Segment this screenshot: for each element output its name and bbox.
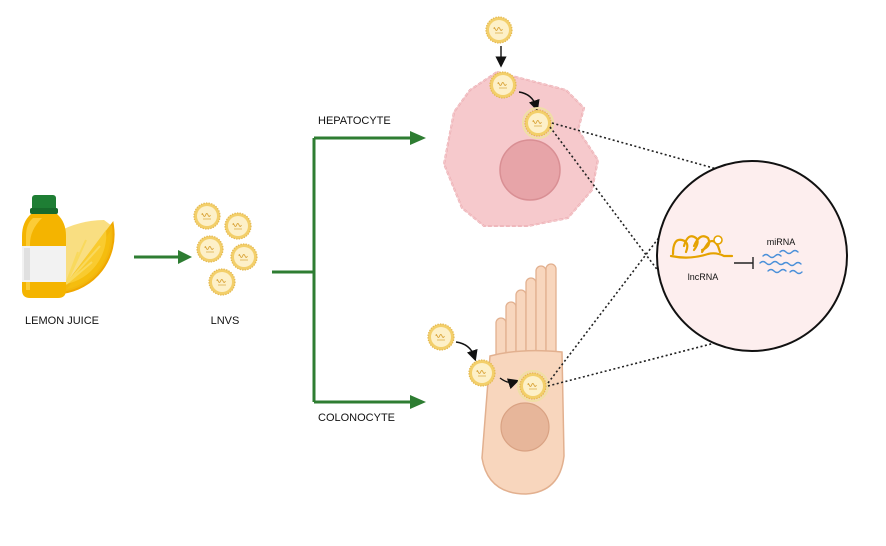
lnv-vesicle (489, 71, 517, 99)
lemon-juice-label: LEMON JUICE (25, 315, 99, 327)
juice-bottle-icon (22, 195, 66, 298)
lnv-cluster (193, 202, 258, 296)
arrow-to-colonocyte (410, 395, 426, 409)
lnvs-label: LNVS (211, 315, 240, 327)
lnv-vesicle (208, 268, 236, 296)
arrow-juice-to-lnvs (134, 250, 192, 264)
colonocyte-nucleus (500, 402, 550, 452)
hepatocyte-nucleus (499, 139, 561, 201)
colonocyte-label: COLONOCYTE (318, 412, 395, 424)
lncrna-icon (669, 235, 734, 259)
lnv-vesicle (196, 235, 224, 263)
lnv-vesicle (230, 243, 258, 271)
lncrna-label: lncRNA (688, 272, 719, 282)
arrow-to-hepatocyte (410, 131, 426, 145)
inhibition-symbol (734, 257, 754, 269)
lnv-vesicle (427, 323, 455, 351)
lnv-vesicle (224, 212, 252, 240)
mirna-label: miRNA (767, 237, 796, 247)
branch-arrows (272, 131, 426, 409)
colonocyte-cell (427, 263, 565, 495)
hepatocyte-label: HEPATOCYTE (318, 115, 391, 127)
lnv-vesicle (193, 202, 221, 230)
hepatocyte-cell (442, 16, 600, 227)
lnv-vesicle-internalized (524, 109, 552, 137)
zoom-detail-circle: lncRNA miRNA (656, 160, 848, 352)
lnv-vesicle-internalized (519, 372, 547, 400)
lemon-wedge-icon (57, 220, 115, 295)
lnv-vesicle (468, 359, 496, 387)
lnv-vesicle (485, 16, 513, 44)
lemon-juice-illustration: LEMON JUICE (22, 195, 115, 327)
mirna-icon (759, 249, 803, 275)
